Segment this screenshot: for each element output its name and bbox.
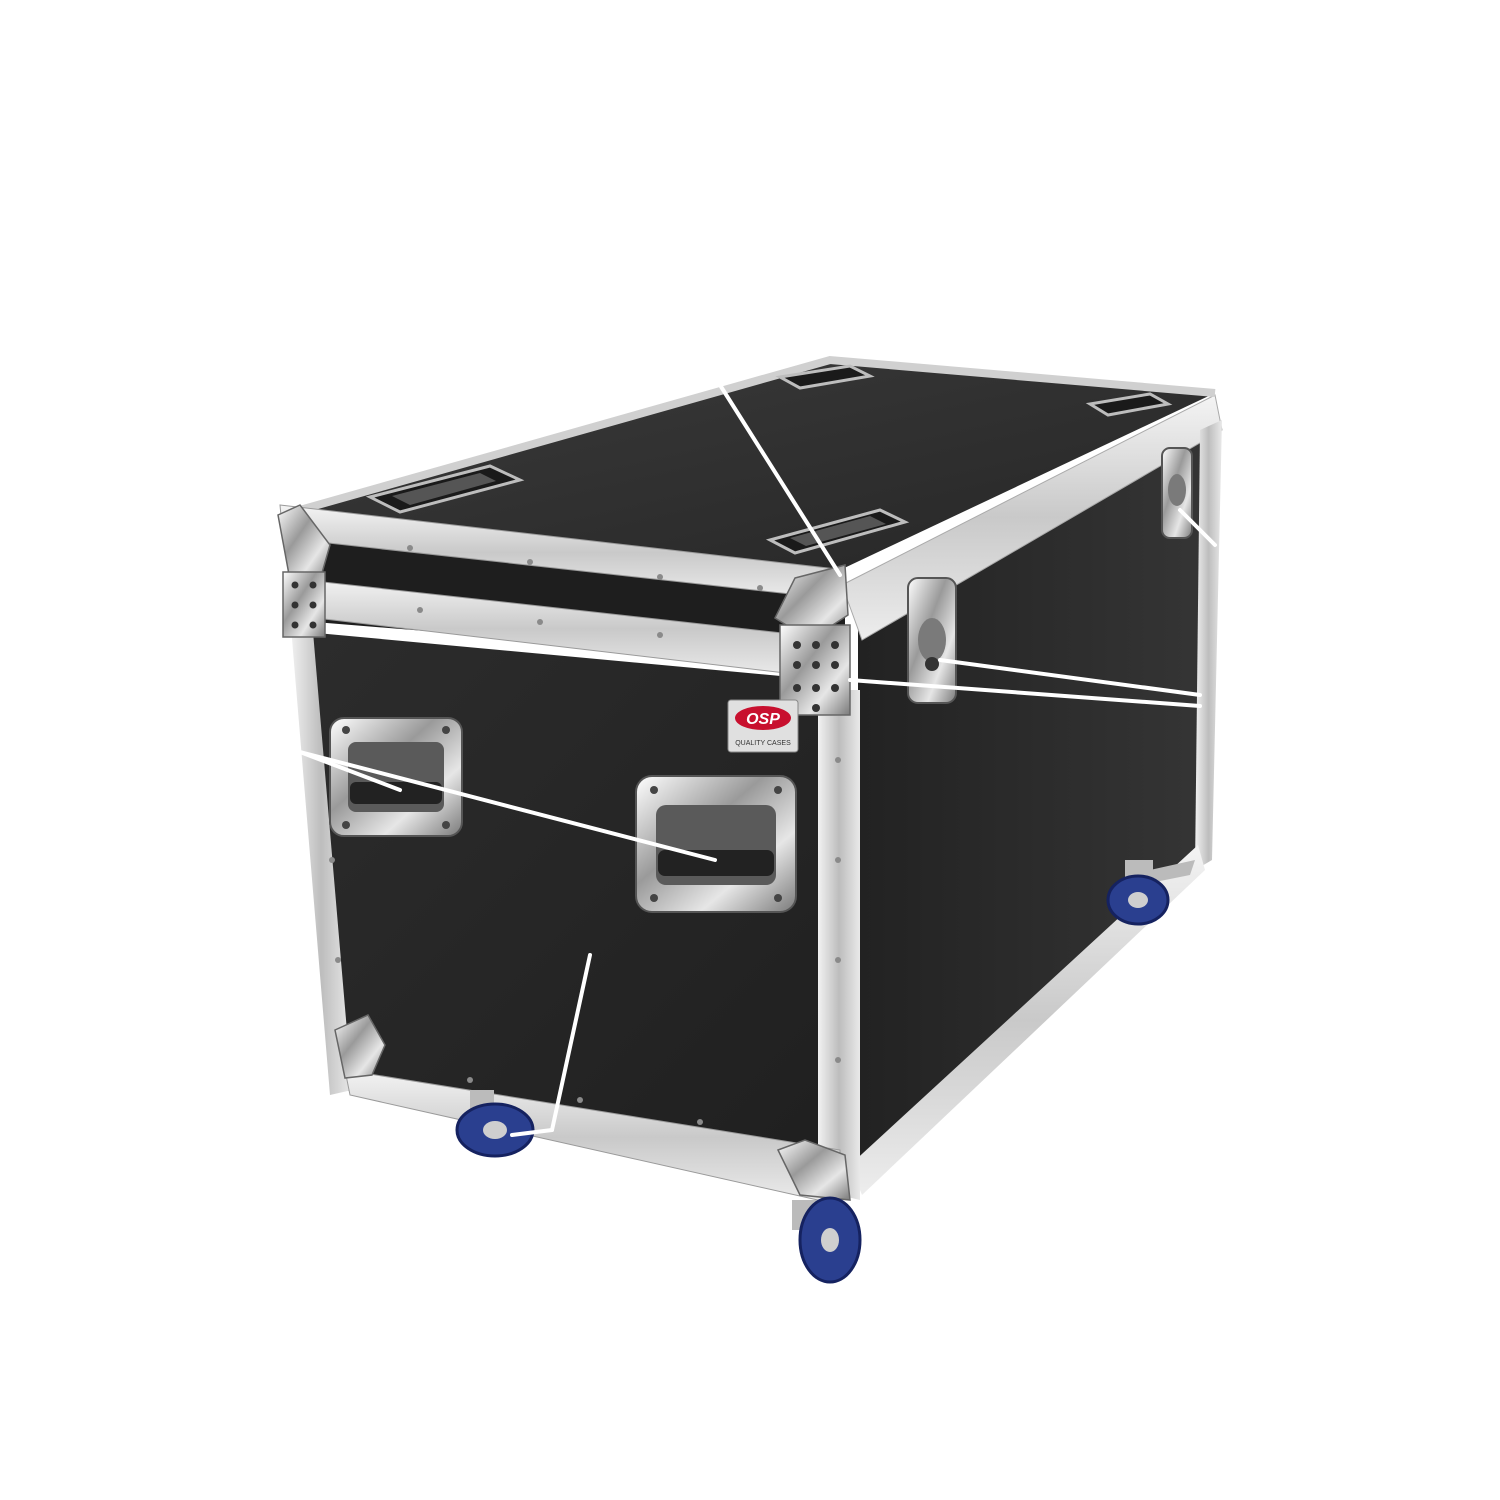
case-lid-top [298,355,1216,570]
ball-corner-bottom-left [334,1014,386,1079]
logo-tagline: QUALITY CASES [735,740,791,747]
ball-corner-bottom-right [776,1139,851,1201]
callout-lines [298,383,1217,1137]
lid-handle-back [775,364,875,390]
butterfly-latch-rear [1161,447,1193,539]
caster-front-left [455,1090,535,1158]
front-handle-right [635,775,797,913]
lid-handle-right [1085,392,1173,417]
osp-logo-badge: OSP QUALITY CASES [727,699,799,753]
ball-corner-top-left [277,504,331,581]
lid-handle-left [365,464,525,514]
caster-rear-right [1106,860,1195,926]
corner-brace-front-left [282,571,326,638]
logo-brand: OSP [746,711,780,728]
butterfly-latch-front [907,577,957,704]
caster-front-right [792,1196,862,1284]
rivets [322,545,841,1125]
lid-handle-front [765,508,910,555]
